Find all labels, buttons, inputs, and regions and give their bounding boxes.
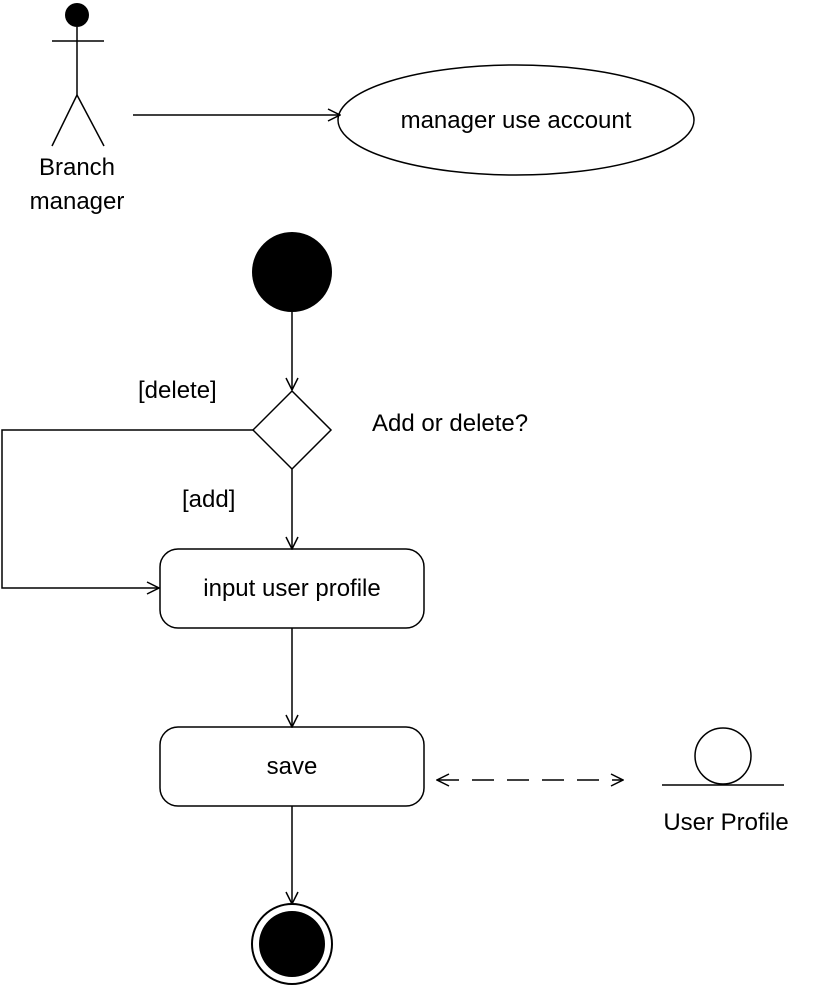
guard-add-label: [add] — [182, 486, 235, 513]
action-save-label: save — [267, 753, 318, 780]
initial-node[interactable] — [252, 232, 332, 312]
decision-question: Add or delete? — [372, 410, 528, 437]
entity-icon — [694, 727, 752, 785]
final-node[interactable] — [251, 903, 333, 985]
flow-delete-branch — [1, 429, 253, 588]
use-case-manager-use-account[interactable]: manager use account — [337, 64, 695, 176]
decision-node[interactable] — [251, 389, 333, 471]
decision-diamond — [251, 389, 333, 471]
actor-name-line2: manager — [30, 188, 125, 215]
entity-user-profile[interactable]: User Profile — [662, 727, 789, 836]
actor-name-line1: Branch — [39, 154, 115, 181]
guard-delete-label: [delete] — [138, 377, 217, 404]
final-node-core — [259, 911, 325, 977]
final-node-ring — [251, 903, 333, 985]
actor-right-leg — [76, 94, 105, 147]
actor-left-leg — [51, 94, 78, 147]
entity-label: User Profile — [663, 809, 788, 836]
actor-branch-manager[interactable]: Branch manager — [30, 3, 125, 215]
action-input-user-profile[interactable]: input user profile — [159, 548, 425, 629]
use-case-label: manager use account — [401, 107, 632, 134]
action-save[interactable]: save — [159, 726, 425, 807]
action-input-label: input user profile — [203, 575, 380, 602]
use-case-ellipse — [337, 64, 695, 176]
actor-head-icon — [65, 3, 89, 27]
